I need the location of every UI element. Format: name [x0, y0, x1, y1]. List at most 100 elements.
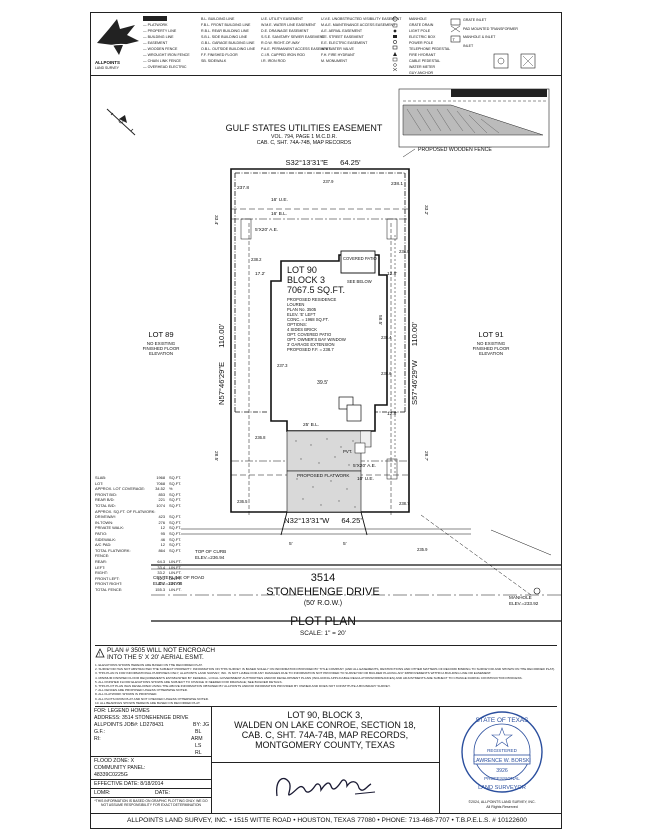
legend-entry: GUY ANCHOR — [409, 71, 434, 75]
area-value: 864 — [158, 547, 166, 553]
svg-text:NO EXISTING: NO EXISTING — [477, 341, 506, 346]
legend-entry: TELEPHONE PEDESTAL — [409, 47, 451, 51]
area-label: APPROX. SQ.FT. OF FLATWORK: — [95, 508, 156, 514]
legend-entry: B.L. BUILDING LINE — [201, 17, 235, 21]
area-value: 12 — [160, 525, 165, 531]
area-label: RIGHT: — [95, 570, 108, 576]
legend-entry: — OVERHEAD ELECTRIC — [143, 65, 187, 69]
note-line: 6. THIS PLOT PLAN WAS DEVELOPED USING TH… — [95, 684, 391, 689]
area-label: DRIVEWAY: — [95, 514, 117, 520]
legend-entry: R.B.L. REAR BUILDING LINE — [201, 29, 249, 33]
svg-text:28.7': 28.7' — [423, 451, 429, 461]
legend-entry: F.F. FINISHED FLOOR — [201, 53, 238, 57]
area-label: TOTAL B/D: — [95, 502, 116, 508]
area-label: SIDEWALK: — [95, 536, 117, 542]
manhole-label: MANHOLE — [509, 595, 532, 600]
plot-plan-drawing: GULF STATES UTILITIES EASEMENT VOL. 794,… — [106, 88, 561, 637]
area-label: IN-TOWN: — [95, 519, 114, 525]
flatwork-label: PROPOSED FLATWORK — [297, 473, 350, 478]
legend-entry: SB. SIDEWALK — [201, 59, 227, 63]
legend-entry: LIGHT POLE — [409, 29, 431, 33]
legend-title-bar — [143, 16, 167, 21]
ae-top-label: 5'X20' A.E. — [255, 227, 278, 233]
manhole-icon — [392, 16, 398, 22]
fence-note: PROPOSED WOODEN FENCE — [418, 147, 492, 153]
top-of-curb-label: TOP OF CURB — [195, 549, 226, 554]
note-line: 2. SURVEYOR HAS NOT ABSTRACTED THE SUBJE… — [95, 667, 556, 672]
street-name: STONEHENGE DRIVE — [266, 586, 380, 598]
company-logo-icon — [97, 19, 139, 55]
svg-text:12.8': 12.8' — [387, 271, 397, 277]
area-label: A/C PAD: — [95, 542, 112, 548]
electric-box-icon — [393, 35, 397, 38]
general-notes: 1. ELEVATIONS SHOWN HEREON ARE BASED ON … — [95, 663, 557, 705]
manhole-inlet-icon — [493, 53, 509, 69]
right-bearing: S57°46'29"W110.00' — [410, 322, 419, 405]
grate-drain-icon — [392, 23, 398, 28]
legal-description: LOT 90, BLOCK 3, WALDEN ON LAKE CONROE, … — [211, 706, 439, 763]
legend-entry: A.E. AERIAL EASEMENT — [321, 29, 363, 33]
drawing-title: PLOT PLAN — [290, 614, 356, 628]
legend-entry: MANHOLE — [409, 17, 427, 21]
area-label: PATIO: — [95, 530, 108, 536]
drawing-scale: SCALE: 1" = 20' — [300, 630, 346, 637]
centerline-label: CENTERLINE OF ROAD — [153, 575, 205, 580]
ue-top-label: 16' U.E. — [271, 197, 288, 203]
area-unit: SQ.FT. — [169, 497, 182, 503]
lot-91-label: LOT 91 — [478, 330, 503, 339]
water-meter-icon — [393, 63, 397, 67]
legend-entry: — BUILDING LINE — [143, 35, 174, 39]
area-unit: LIN.FT. — [169, 575, 182, 581]
svg-text:237.8: 237.8 — [237, 185, 249, 191]
note-line: 8. ALL FLATWORK SHOWN IS PROPOSED. — [95, 692, 158, 697]
power-pole-icon — [393, 40, 397, 44]
legend-entry: MANHOLE & INLET — [463, 35, 496, 39]
residence-note: OPTIONS: — [287, 322, 307, 327]
area-unit: LIN.FT. — [169, 558, 182, 564]
pvt-label: PVT. — [343, 449, 352, 454]
svg-text:NO EXISTING: NO EXISTING — [147, 341, 176, 346]
legend-entry: W.V. WATER VALVE — [321, 47, 354, 51]
svg-text:12.8': 12.8' — [387, 411, 397, 417]
manhole-icon — [533, 587, 541, 595]
legend-entry: — CHAIN LINK FENCE — [143, 59, 181, 63]
area-unit: SQ.FT. — [169, 525, 182, 531]
signature-area — [211, 762, 439, 814]
legend-entry: C.I.R. CAPPED IRON ROD — [261, 53, 305, 57]
copyright-line-2: All Rights Reserved — [486, 805, 518, 809]
area-value: 33.2 — [157, 570, 165, 576]
residence-note: 3' GARAGE EXTENSION — [287, 342, 335, 347]
title-block: FOR: LEGEND HOMES ADDRESS: 3514 STONEHEN… — [91, 706, 561, 814]
svg-text:PROFESSIONAL: PROFESSIONAL — [484, 776, 520, 781]
area-value: 7068 — [156, 480, 165, 486]
ae-bottom-label: 5'X20' A.E. — [353, 463, 376, 469]
svg-text:!: ! — [99, 652, 100, 658]
legend-symbol-icons: T — [392, 16, 536, 72]
sidewalk-and-road — [151, 514, 561, 622]
fire-hydrant-icon — [393, 52, 397, 56]
legend-entry: FIRE HYDRANT — [409, 53, 436, 57]
telephone-pedestal-icon — [392, 45, 398, 50]
residence-note: OPT. COVERED PATIO — [287, 332, 332, 337]
notes-section: ! PLAN # 3505 WILL NOT ENCROACH INTO THE… — [95, 645, 557, 707]
legend-entry: R.O.W. RIGHT-OF-WAY — [261, 41, 300, 45]
svg-text:236.5: 236.5 — [237, 499, 248, 504]
residence-note: ELEV. 'E' LEFT — [287, 312, 316, 317]
company-address: ALLPOINTS LAND SURVEY, INC. • 1515 WITTE… — [127, 817, 527, 824]
svg-text:FINISHED FLOOR: FINISHED FLOOR — [473, 346, 510, 351]
area-unit: SQ.FT. — [169, 514, 182, 520]
easement-cab: CAB. C, SHT. 74A-74B, MAP RECORDS — [257, 140, 352, 146]
svg-text:FINISHED FLOOR: FINISHED FLOOR — [143, 346, 180, 351]
area-unit: LIN.FT. — [169, 564, 182, 570]
